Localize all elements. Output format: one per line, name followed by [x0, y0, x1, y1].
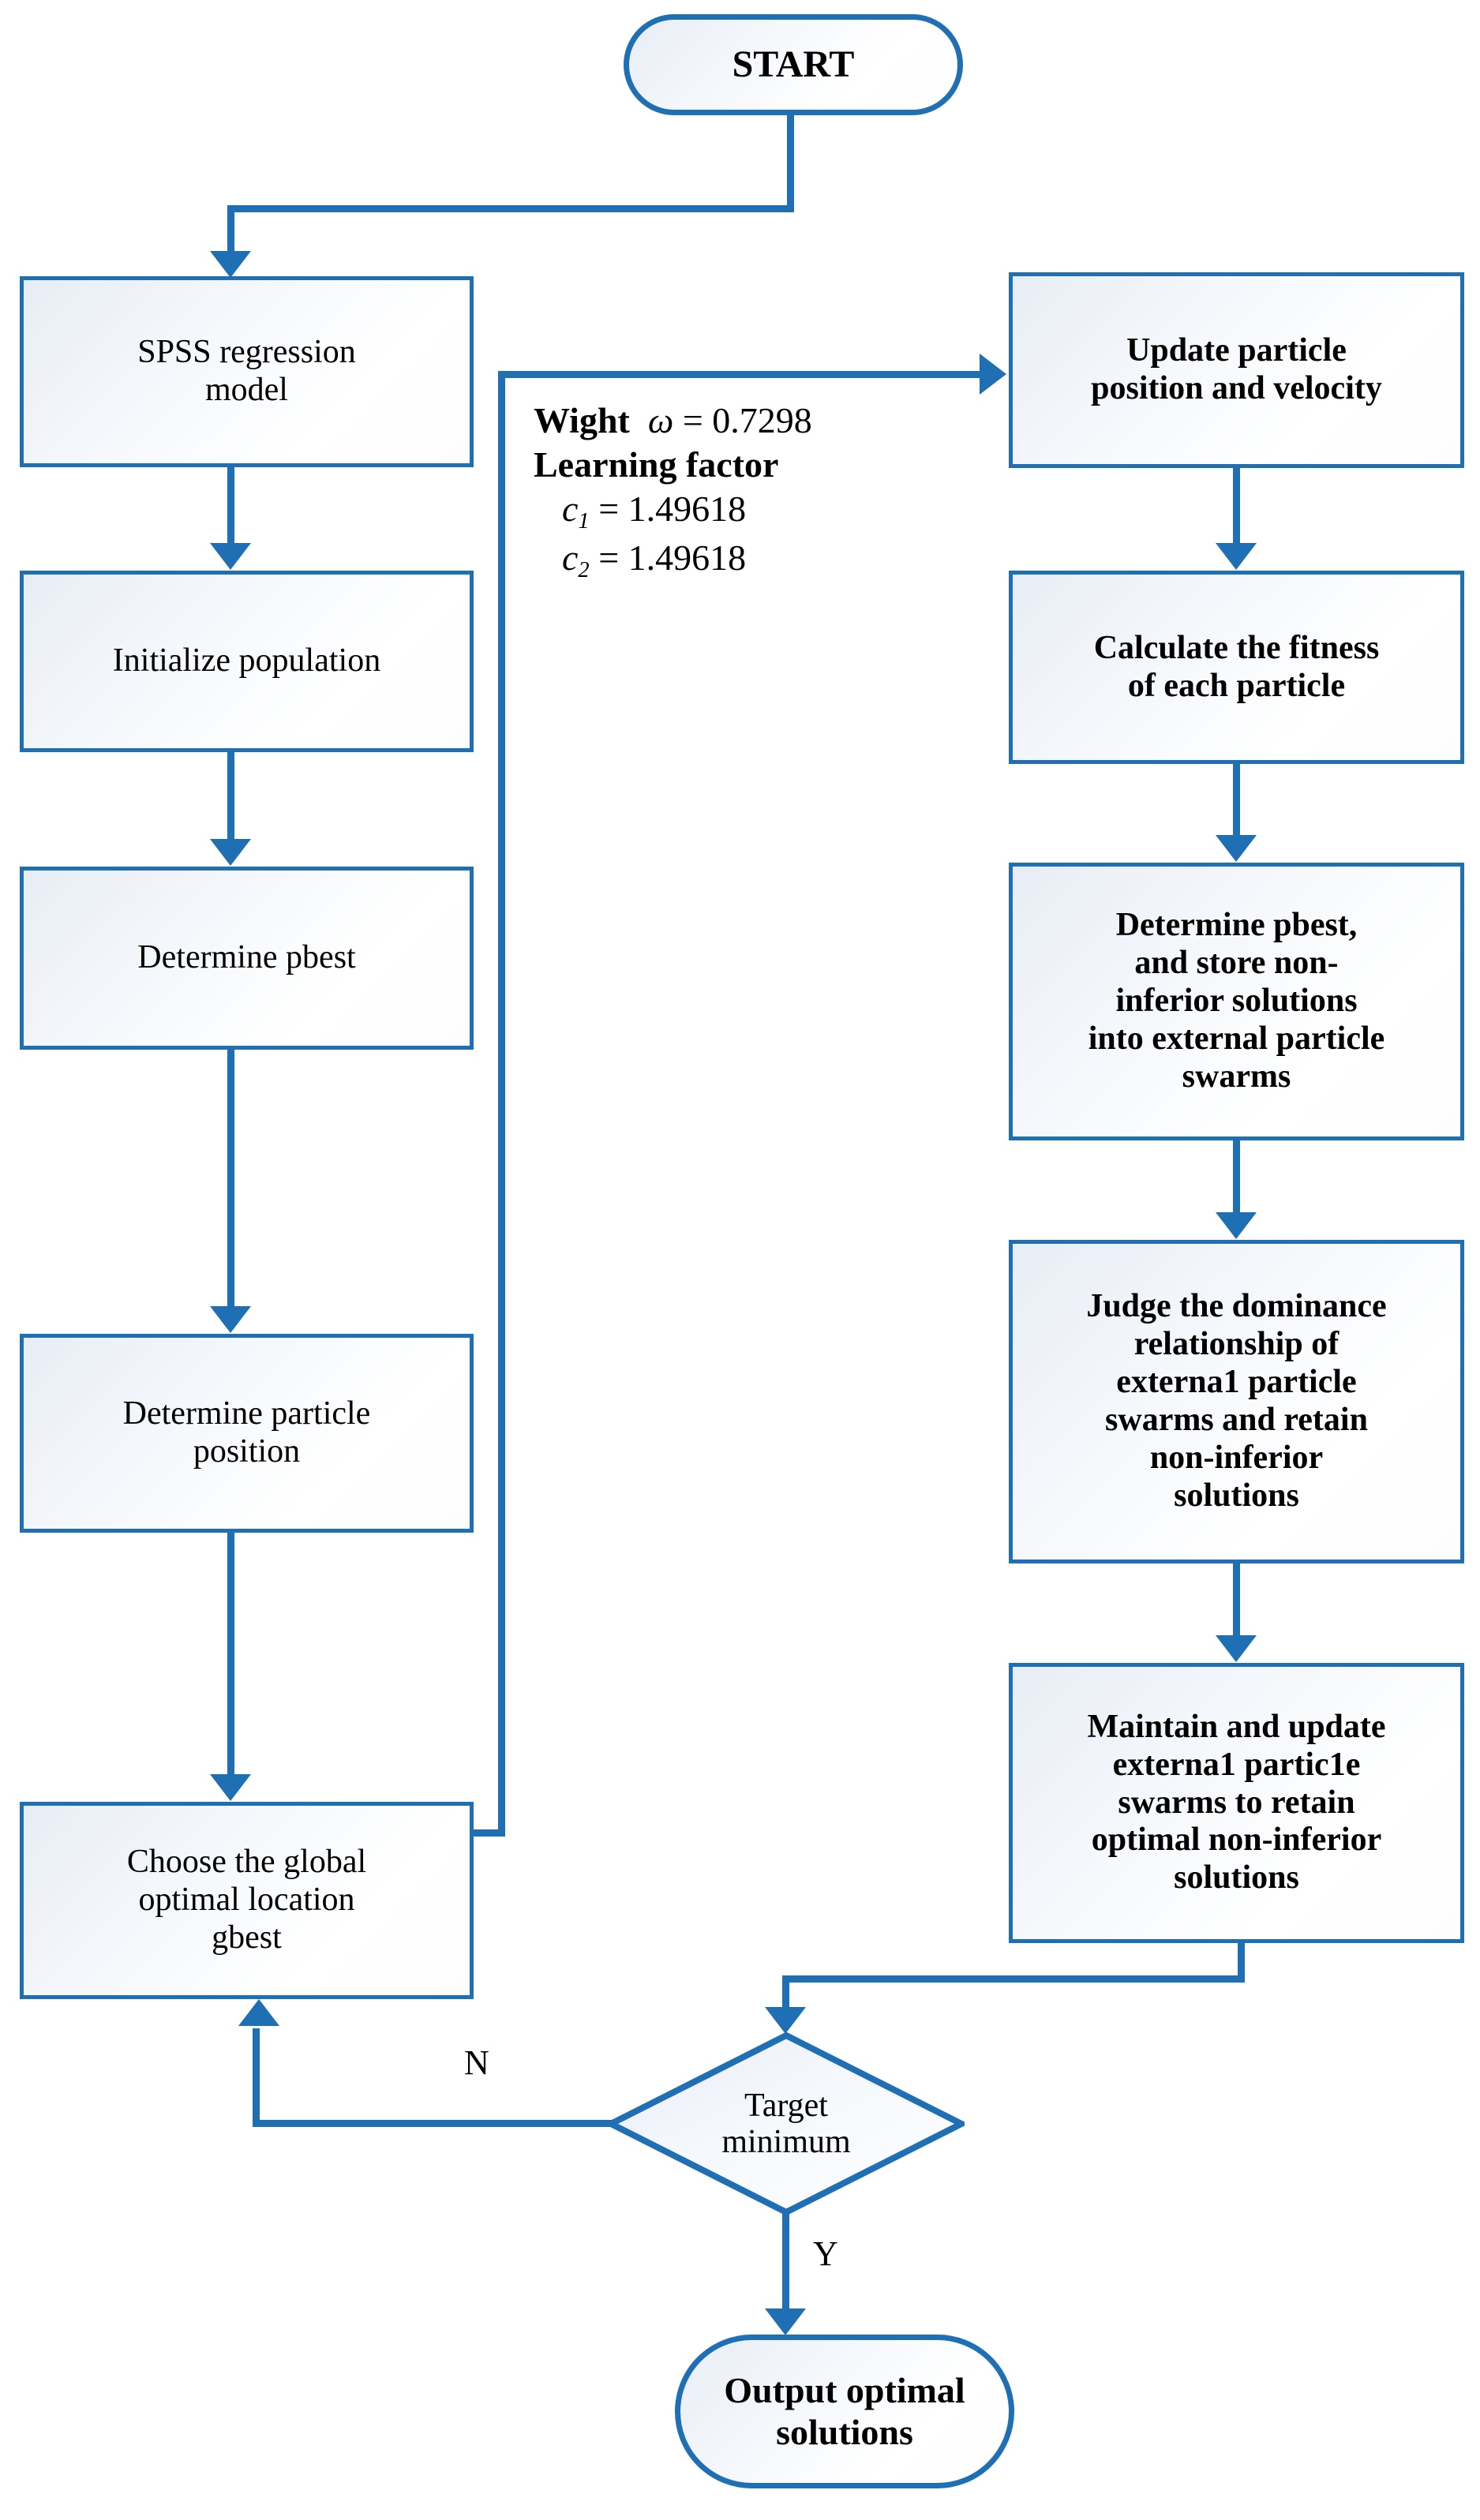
connector-yes-vertical	[782, 2214, 789, 2312]
arrow-into-update-particle	[980, 354, 1006, 395]
arrow-into-determine-particle-position	[210, 1306, 251, 1333]
connector-spss-to-init	[227, 467, 234, 546]
param-c2-value: 1.49618	[628, 537, 747, 579]
connector-start-to-spss	[227, 205, 234, 254]
connector-gbest-right	[470, 1829, 505, 1837]
node-store-noninferior[interactable]: Determine pbest,and store non-inferior s…	[1009, 863, 1464, 1140]
param-c2-line: c2 = 1.49618	[534, 536, 812, 585]
connector-update-to-fitness	[1233, 468, 1240, 547]
arrow-into-decision	[765, 2007, 806, 2034]
param-c2-subscript: 2	[578, 558, 590, 583]
connector-no-vertical	[253, 2028, 260, 2127]
node-start[interactable]: START	[624, 14, 963, 115]
connector-fitness-to-store	[1233, 764, 1240, 839]
connector-maintain-down	[1238, 1943, 1245, 1983]
arrow-into-store-noninferior	[1216, 835, 1257, 862]
param-weight-line: Wight ω = 0.7298	[534, 399, 812, 443]
param-weight-symbol: ω	[647, 400, 674, 440]
branch-label-yes: Y	[813, 2234, 838, 2273]
arrow-into-spss	[210, 251, 251, 278]
param-weight-label: Wight	[534, 400, 630, 440]
node-determine-pbest[interactable]: Determine pbest	[20, 867, 474, 1050]
param-c1-eq: =	[598, 489, 620, 530]
connector-into-diamond	[782, 1975, 789, 2011]
connector-pbest-to-particle-position	[227, 1050, 234, 1310]
connector-no-horizontal	[253, 2120, 612, 2127]
branch-label-no: N	[464, 2043, 489, 2082]
node-initialize-population[interactable]: Initialize population	[20, 571, 474, 752]
param-c1-symbol: c	[562, 489, 579, 530]
param-weight-value: 0.7298	[712, 400, 812, 440]
node-store-noninferior-label: Determine pbest,and store non-inferior s…	[1088, 907, 1385, 1095]
connector-feedback-horizontal	[498, 371, 980, 378]
connector-maintain-left	[782, 1975, 1245, 1983]
decision-diamond-shape	[608, 2032, 965, 2215]
parameter-text-block: Wight ω = 0.7298 Learning factor c1 = 1.…	[534, 399, 812, 585]
connector-start-down	[787, 115, 794, 212]
arrow-into-init-population	[210, 543, 251, 570]
connector-particle-position-to-gbest	[227, 1533, 234, 1777]
arrow-into-maintain-update	[1216, 1635, 1257, 1662]
param-c2-symbol: c	[562, 537, 579, 579]
connector-feedback-vertical	[498, 371, 505, 1837]
node-determine-pbest-label: Determine pbest	[137, 939, 356, 976]
connector-start-left	[227, 205, 794, 212]
arrow-into-output	[765, 2308, 806, 2335]
param-weight-eq: =	[682, 400, 703, 440]
param-c1-line: c1 = 1.49618	[534, 487, 812, 536]
param-c1-value: 1.49618	[628, 489, 747, 530]
arrow-into-calculate-fitness	[1216, 543, 1257, 570]
arrow-into-judge-dominance	[1216, 1212, 1257, 1239]
arrow-into-determine-pbest	[210, 839, 251, 866]
connector-store-to-judge	[1233, 1140, 1240, 1216]
arrow-into-choose-gbest-feedback	[238, 1999, 279, 2026]
connector-init-to-pbest	[227, 752, 234, 843]
param-learning-factor-label: Learning factor	[534, 444, 779, 485]
arrow-into-choose-gbest	[210, 1774, 251, 1801]
node-initialize-population-label: Initialize population	[112, 642, 381, 680]
param-c1-subscript: 1	[578, 509, 590, 534]
connector-judge-to-maintain	[1233, 1563, 1240, 1638]
node-start-label: START	[732, 43, 855, 85]
param-c2-eq: =	[598, 537, 620, 579]
